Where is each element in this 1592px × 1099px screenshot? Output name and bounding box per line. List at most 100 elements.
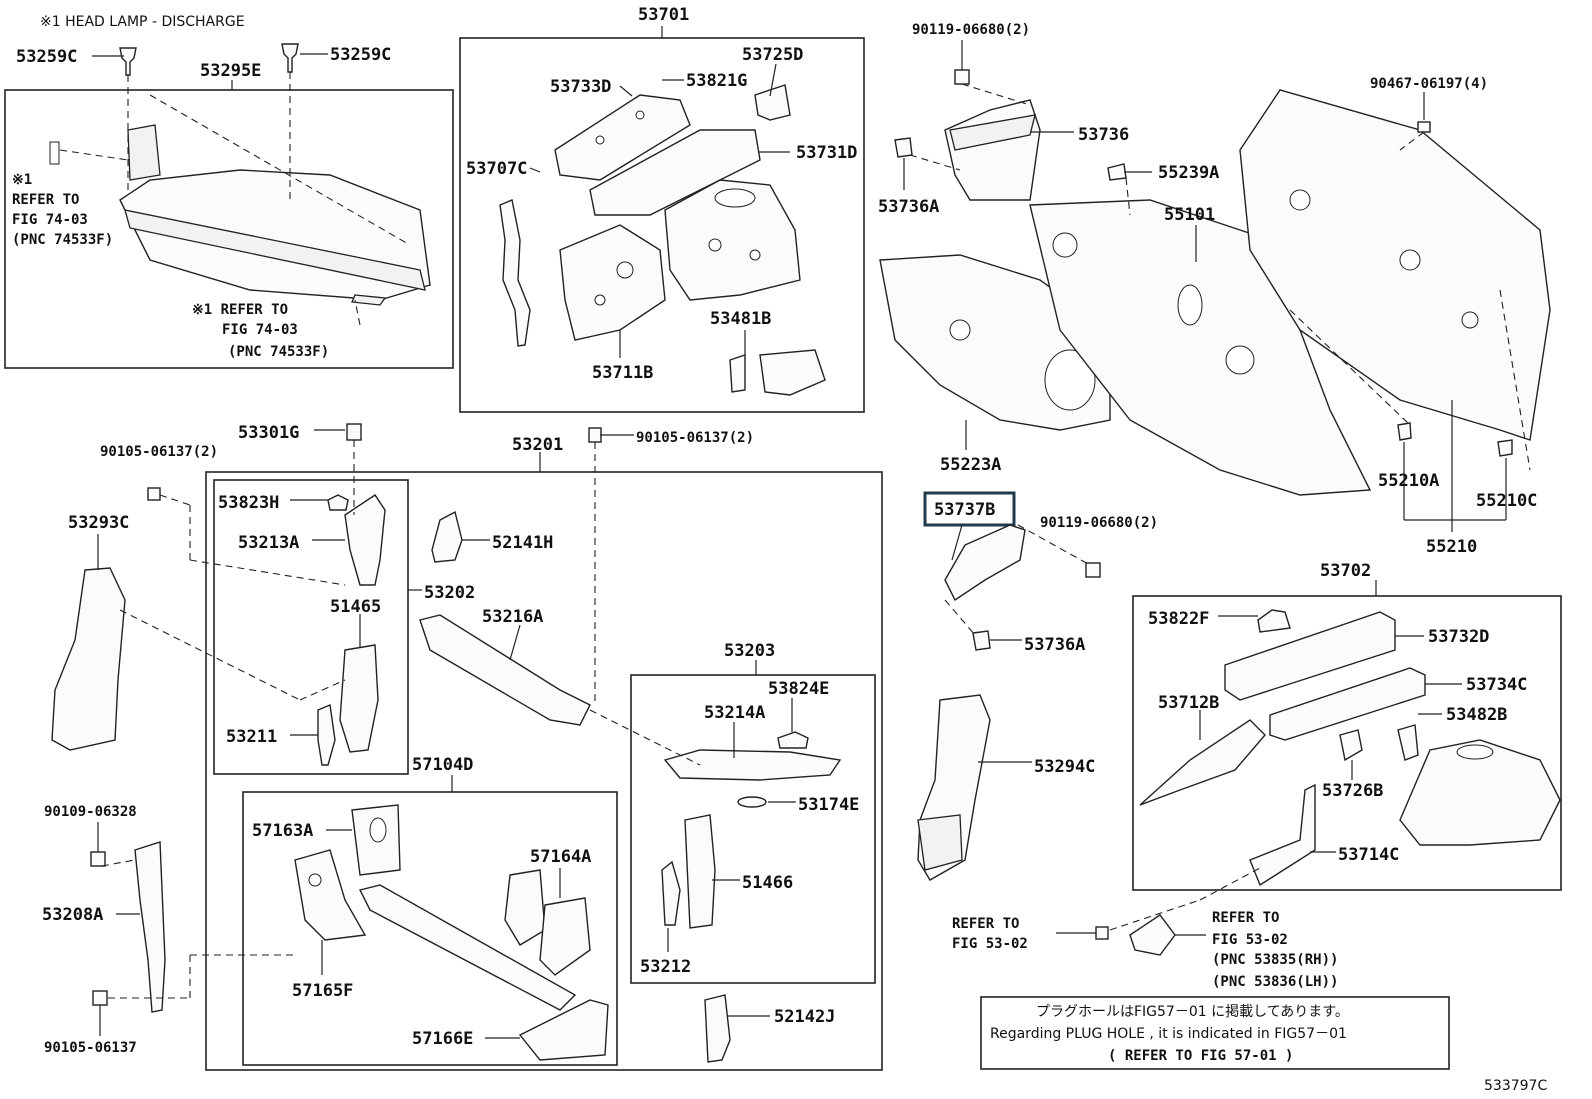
label-53712b[interactable]: 53712B [1158,693,1219,713]
bolt-90467 [1417,121,1431,133]
refer-ml-1: ※1 REFER TO [192,302,288,318]
label-53301g[interactable]: 53301G [238,423,299,443]
label-55101[interactable]: 55101 [1164,205,1215,225]
part-53732d-shape [1224,611,1396,701]
label-51466[interactable]: 51466 [742,873,793,893]
label-53208a[interactable]: 53208A [42,905,103,925]
label-53259c-left[interactable]: 53259C [16,47,77,67]
label-53732d[interactable]: 53732D [1428,627,1489,647]
refer-ml-2: FIG 74-03 [222,322,298,338]
part-53707c-shape [499,199,531,347]
label-53726b[interactable]: 53726B [1322,781,1383,801]
label-53295e[interactable]: 53295E [200,61,261,81]
part-53737b-shape[interactable] [944,524,1026,602]
clip-53259c-right [281,43,299,73]
label-57104d[interactable]: 57104D [412,755,473,775]
bolt-90119-top [954,69,970,85]
label-55210a[interactable]: 55210A [1378,471,1439,491]
label-90105-left[interactable]: 90105-06137(2) [100,444,218,460]
refer-ba-1: REFER TO [952,916,1019,932]
label-53211[interactable]: 53211 [226,727,277,747]
label-53821g[interactable]: 53821G [686,71,747,91]
label-57163a[interactable]: 57163A [252,821,313,841]
plug-note-box [980,996,1450,1070]
refer-bb-3: (PNC 53835(RH)) [1212,952,1338,968]
label-53701[interactable]: 53701 [638,5,689,25]
label-53736a-mid[interactable]: 53736A [1024,635,1085,655]
label-90119-mid[interactable]: 90119-06680(2) [1040,515,1158,531]
label-55239a[interactable]: 55239A [1158,163,1219,183]
label-53294c[interactable]: 53294C [1034,757,1095,777]
label-57165f[interactable]: 57165F [292,981,353,1001]
label-53823h[interactable]: 53823H [218,493,279,513]
part-52141h-shape [431,510,463,563]
label-53714c[interactable]: 53714C [1338,845,1399,865]
label-53203[interactable]: 53203 [724,641,775,661]
label-57166e[interactable]: 57166E [412,1029,473,1049]
label-53824e[interactable]: 53824E [768,679,829,699]
label-90105-top[interactable]: 90105-06137(2) [636,430,754,446]
label-90119-top[interactable]: 90119-06680(2) [912,22,1030,38]
label-53702[interactable]: 53702 [1320,561,1371,581]
figure-code: 533797C [1484,1078,1547,1094]
part-53294c-shape [917,694,991,881]
part-53733d-shape [554,94,691,181]
label-53293c[interactable]: 53293C [68,513,129,533]
label-53174e[interactable]: 53174E [798,795,859,815]
bolt-90105-top [588,427,602,443]
label-53213a[interactable]: 53213A [238,533,299,553]
label-51465[interactable]: 51465 [330,597,381,617]
label-53736a-top[interactable]: 53736A [878,197,939,217]
part-53731d-shape [589,129,761,216]
part-53301g-shape [346,423,362,441]
label-53202[interactable]: 53202 [424,583,475,603]
bolt-90119-mid [1085,562,1101,578]
label-55223a[interactable]: 55223A [940,455,1001,475]
label-52142j[interactable]: 52142J [774,1007,835,1027]
part-53736-shape [944,99,1041,201]
part-53711b-shape [559,224,666,341]
label-53711b[interactable]: 53711B [592,363,653,383]
group-box-53702 [1132,595,1562,891]
label-57164a[interactable]: 57164A [530,847,591,867]
highlight-53737b[interactable] [923,491,1016,527]
part-53726b-shape [1339,729,1363,762]
part-53216a-shape [419,614,591,726]
part-53214a-shape [663,749,842,781]
part-53211-shape [317,704,336,766]
label-55210[interactable]: 55210 [1426,537,1477,557]
label-53481b[interactable]: 53481B [710,309,771,329]
part-51465-shape [339,644,379,753]
label-53734c[interactable]: 53734C [1466,675,1527,695]
plug-note-line3: ( REFER TO FIG 57-01 ) [1108,1048,1293,1064]
clip-53259c-left [119,47,137,76]
label-53201[interactable]: 53201 [512,435,563,455]
label-53212[interactable]: 53212 [640,957,691,977]
label-53216a[interactable]: 53216A [482,607,543,627]
label-53259c-right[interactable]: 53259C [330,45,391,65]
label-53707c[interactable]: 53707C [466,159,527,179]
part-53823h-shape [327,494,349,511]
label-53733d[interactable]: 53733D [550,77,611,97]
label-52141h[interactable]: 52141H [492,533,553,553]
part-53822f-shape [1257,609,1291,633]
label-53731d[interactable]: 53731D [796,143,857,163]
label-53736[interactable]: 53736 [1078,125,1129,145]
label-90467[interactable]: 90467-06197(4) [1370,76,1488,92]
group-box-53202 [213,479,409,775]
label-55210c[interactable]: 55210C [1476,491,1537,511]
group-box-57104d [242,791,618,1066]
label-90109[interactable]: 90109-06328 [44,804,137,820]
label-53737b[interactable]: 53737B [934,500,995,520]
part-57163a-shape [351,804,401,876]
part-53481b-shape [729,349,826,396]
label-53214a[interactable]: 53214A [704,703,765,723]
label-53822f[interactable]: 53822F [1148,609,1209,629]
header-note: ※1 HEAD LAMP - DISCHARGE [40,14,245,30]
label-53482b[interactable]: 53482B [1446,705,1507,725]
label-90105-bottom[interactable]: 90105-06137 [44,1040,137,1056]
part-55210-shape [1239,89,1551,441]
label-53725d[interactable]: 53725D [742,45,803,65]
part-55101-shape [1029,199,1372,496]
